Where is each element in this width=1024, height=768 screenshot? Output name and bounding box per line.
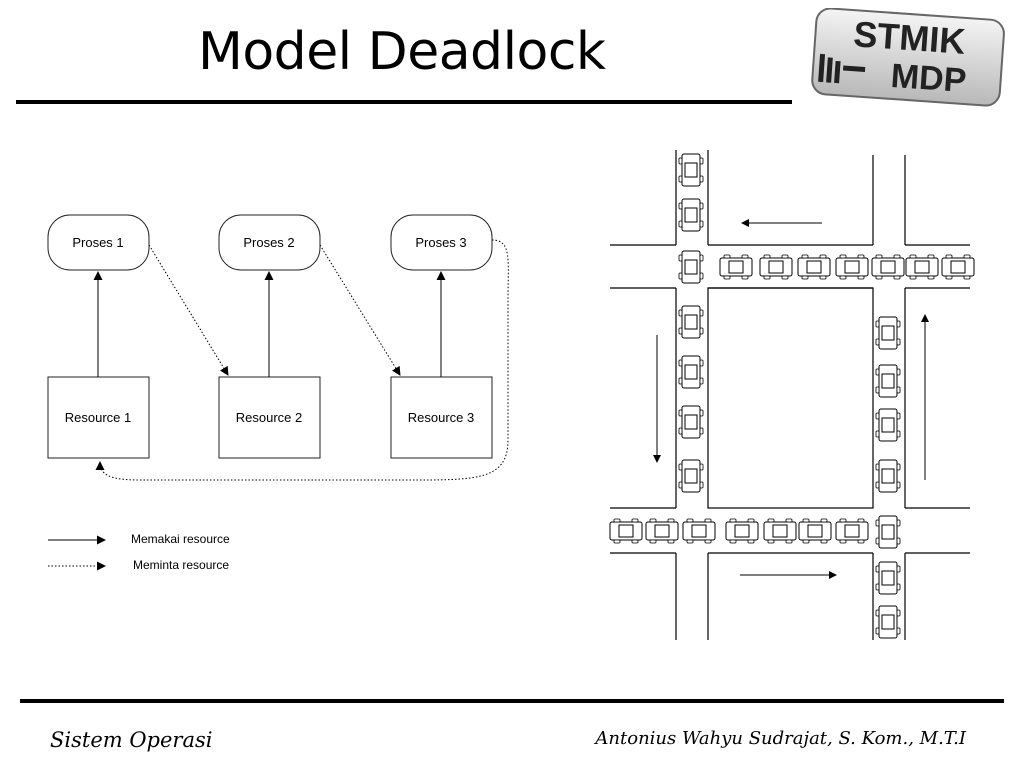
road-edges bbox=[610, 150, 970, 640]
resource-label: Resource 2 bbox=[236, 410, 302, 425]
car-queue-bottom bbox=[610, 519, 868, 543]
request-arrow-2 bbox=[319, 244, 401, 376]
resource-label: Resource 3 bbox=[408, 410, 474, 425]
process-label: Proses 1 bbox=[72, 235, 123, 250]
request-arrow-1 bbox=[148, 244, 229, 376]
title-underline bbox=[16, 100, 792, 104]
logo-text-line2: MDP bbox=[890, 57, 968, 100]
resource-node-3: Resource 3 bbox=[390, 376, 493, 459]
resource-node-1: Resource 1 bbox=[47, 376, 150, 459]
stmik-mdp-logo: STMIK MDP bbox=[811, 8, 1005, 107]
process-label: Proses 2 bbox=[243, 235, 294, 250]
footer-author: Antonius Wahyu Sudrajat, S. Kom., M.T.I bbox=[595, 728, 966, 749]
slide-title: Model Deadlock bbox=[198, 22, 606, 82]
car-queue-top bbox=[720, 255, 974, 279]
resource-node-2: Resource 2 bbox=[218, 376, 321, 459]
car-queue-left bbox=[678, 153, 704, 493]
process-node-2: Proses 2 bbox=[218, 214, 321, 271]
footer-course-name: Sistem Operasi bbox=[50, 728, 213, 752]
logo-bars-icon bbox=[818, 53, 866, 84]
logo-text-line1: STMIK bbox=[852, 13, 967, 62]
request-arrow-3 bbox=[95, 239, 509, 481]
process-node-1: Proses 1 bbox=[47, 214, 150, 271]
process-label: Proses 3 bbox=[415, 235, 466, 250]
footer-rule bbox=[20, 699, 1004, 703]
car-queue-right bbox=[875, 316, 901, 639]
process-node-3: Proses 3 bbox=[390, 214, 493, 271]
resource-label: Resource 1 bbox=[65, 410, 131, 425]
legend-holding-label: Memakai resource bbox=[131, 532, 230, 546]
traffic-gridlock-illustration bbox=[610, 150, 980, 640]
legend-request-label: Meminta resource bbox=[133, 558, 229, 572]
resource-allocation-diagram: Proses 1 Proses 2 Proses 3 Resource 1 Re… bbox=[47, 214, 509, 572]
